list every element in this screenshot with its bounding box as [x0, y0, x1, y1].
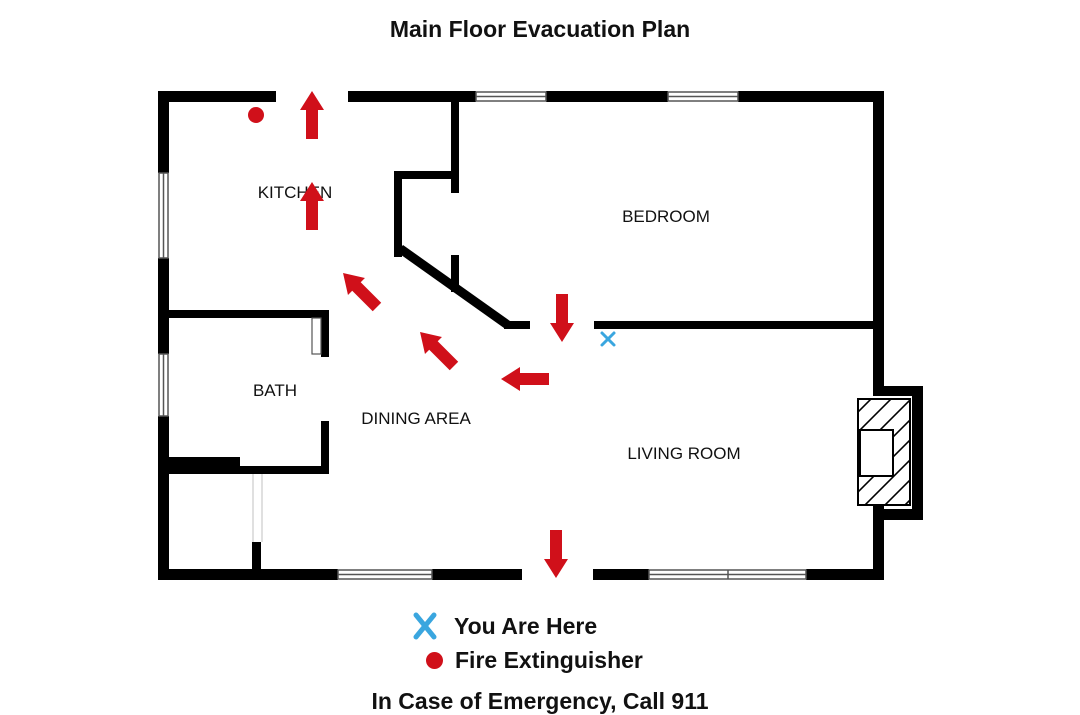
emergency-footer: In Case of Emergency, Call 911	[371, 688, 709, 714]
exit-arrow-icon	[501, 367, 549, 391]
exit-arrow-icon	[411, 323, 463, 375]
exit-arrow-icon	[550, 294, 574, 342]
floor-plan: KITCHEN BEDROOM BATH DINING AREA LIVING …	[158, 91, 923, 580]
room-label-bath: BATH	[253, 381, 297, 400]
fire-extinguisher-icon	[248, 107, 264, 123]
window-icon	[158, 91, 807, 580]
you-are-here-legend-icon	[413, 612, 437, 640]
legend-you-are-here: You Are Here	[410, 611, 597, 641]
interior-walls	[165, 95, 878, 572]
room-label-bedroom: BEDROOM	[622, 207, 710, 226]
doors	[252, 317, 322, 542]
room-label-living: LIVING ROOM	[627, 444, 740, 463]
room-label-dining: DINING AREA	[361, 409, 471, 428]
fireplace-icon	[857, 398, 911, 506]
fire-extinguisher-legend-icon	[426, 652, 443, 669]
legend-fire-extinguisher-label: Fire Extinguisher	[455, 647, 643, 673]
legend-you-are-here-label: You Are Here	[454, 612, 598, 639]
exit-arrow-icon	[300, 91, 324, 139]
exit-arrow-icon	[544, 530, 568, 578]
page-title: Main Floor Evacuation Plan	[389, 16, 691, 42]
legend-fire-extinguisher: Fire Extinguisher	[418, 647, 643, 674]
exit-arrow-icon	[334, 264, 386, 316]
outer-walls	[158, 91, 923, 580]
you-are-here-icon	[600, 331, 616, 347]
